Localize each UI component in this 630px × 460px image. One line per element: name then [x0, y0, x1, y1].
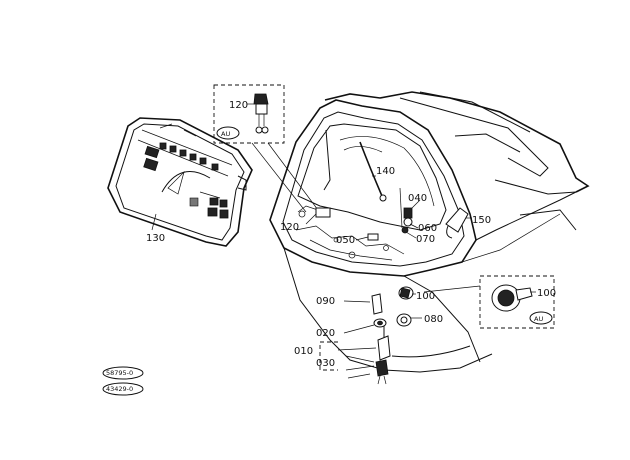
part-label-120-top: 120 [229, 100, 248, 111]
part-label-010: 010 [294, 346, 313, 357]
region-badge-au-right: AU [534, 315, 543, 323]
key-switch-assembly: 090 020 010 030 [294, 293, 471, 385]
switch-group-040-060-070: 040 060 070 [399, 187, 437, 245]
dashboard-body [269, 91, 590, 373]
part-label-090: 090 [316, 296, 335, 307]
part-label-030: 030 [316, 358, 335, 369]
part-label-130: 130 [146, 233, 165, 244]
part-140-cable: 140 [359, 141, 395, 202]
part-120-switch: 120 [280, 207, 331, 233]
inset-box-au-right: 100 AU [423, 275, 556, 329]
part-label-020: 020 [316, 328, 335, 339]
inset-box-au-top: 120 AU [213, 84, 319, 213]
part-label-080: 080 [424, 314, 443, 325]
part-050-bracket: 050 [336, 233, 379, 246]
part-label-150: 150 [472, 215, 491, 226]
part-label-100-right: 100 [537, 288, 556, 299]
part-label-100-left: 100 [416, 291, 435, 302]
part-label-050: 050 [336, 235, 355, 246]
part-label-120-lower: 120 [280, 222, 299, 233]
part-100-switch: 100 [398, 286, 435, 302]
reference-stamps: 58795-0 43429-0 [102, 366, 144, 396]
part-label-040: 040 [408, 193, 427, 204]
ref-stamp-2: 43429-0 [106, 385, 133, 393]
instrument-cluster: 130 [107, 117, 253, 247]
region-badge-au-top: AU [221, 130, 230, 138]
ref-stamp-1: 58795-0 [106, 369, 133, 377]
part-label-070: 070 [416, 234, 435, 245]
part-150-lamp: 150 [445, 207, 491, 239]
part-label-140: 140 [376, 166, 395, 177]
part-080-grommet: 080 [396, 313, 443, 327]
part-label-060: 060 [418, 223, 437, 234]
